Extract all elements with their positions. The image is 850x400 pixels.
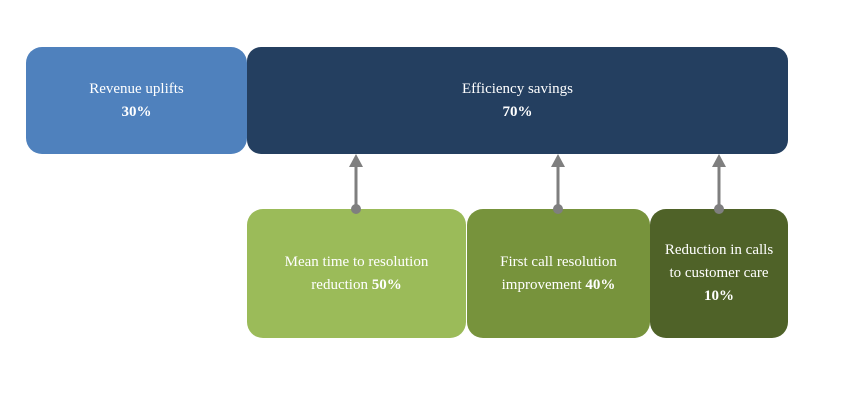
connector-mttr	[349, 154, 363, 214]
mttr-reduction-value: 50%	[371, 276, 402, 293]
revenue-uplifts-value: 30%	[121, 103, 152, 120]
mttr-reduction-label: Mean time to resolution reduction	[284, 253, 429, 293]
first-call-resolution-label: First call resolution improvement	[500, 253, 617, 293]
calls-reduction-value: 10%	[704, 288, 734, 304]
first-call-resolution-box: First call resolution improvement 40%	[467, 209, 650, 338]
efficiency-savings-box: Efficiency savings 70%	[247, 47, 788, 154]
calls-reduction-box: Reduction in calls to customer care 10%	[650, 209, 788, 338]
mttr-reduction-box: Mean time to resolution reduction 50%	[247, 209, 466, 338]
revenue-uplifts-box: Revenue uplifts 30%	[26, 47, 247, 154]
efficiency-savings-value: 70%	[502, 103, 533, 120]
efficiency-savings-label: Efficiency savings	[462, 80, 573, 97]
revenue-uplifts-label: Revenue uplifts	[89, 80, 184, 97]
connector-calls	[712, 154, 726, 214]
connector-first-call	[551, 154, 565, 214]
first-call-resolution-value: 40%	[585, 276, 616, 293]
calls-reduction-label: Reduction in calls to customer care	[664, 242, 774, 281]
